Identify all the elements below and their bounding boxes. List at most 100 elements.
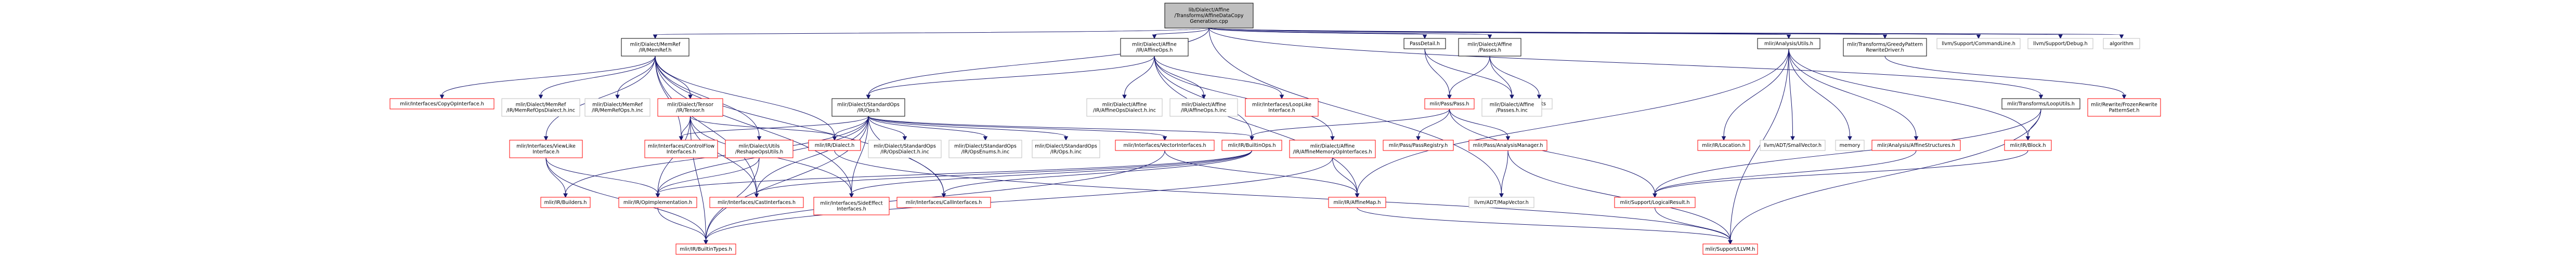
node-memrefdialect[interactable]: mlir/Dialect/MemRef/IR/MemRefOpsDialect.… <box>501 98 580 117</box>
node-stdops[interactable]: mlir/Dialect/StandardOps/IR/Ops.h <box>831 98 905 117</box>
node-passpass[interactable]: mlir/Pass/Pass.h <box>1424 98 1475 110</box>
edge-memref-to-irdialect <box>655 56 837 141</box>
node-tensor[interactable]: mlir/Dialect/Tensor/IR/Tensor.h <box>657 98 723 117</box>
node-affinemap[interactable]: mlir/IR/AffineMap.h <box>1328 197 1386 208</box>
node-logicalresult[interactable]: mlir/Support/LogicalResult.h <box>1614 197 1696 208</box>
edge-memref-to-viewlike <box>543 56 656 141</box>
node-passregistry[interactable]: mlir/Pass/PassRegistry.h <box>1383 140 1454 151</box>
edge-viewlike-to-opimpl <box>545 157 660 198</box>
node-stddialectinc[interactable]: mlir/Dialect/StandardOps/IR/OpsDialect.h… <box>868 140 942 158</box>
node-label-line: lib/Dialect/Affine <box>1189 7 1230 13</box>
node-copyopif[interactable]: mlir/Interfaces/CopyOpInterface.h <box>389 98 495 110</box>
node-builtinops[interactable]: mlir/IR/BuiltinOps.h <box>1221 140 1282 151</box>
node-analysisutils[interactable]: mlir/Analysis/Utils.h <box>1757 38 1820 49</box>
edge-affineops-to-stdops <box>866 56 1155 100</box>
node-label-line: mlir/Dialect/Affine <box>1490 102 1534 108</box>
node-label-line: mlir/Dialect/MemRef <box>630 42 681 48</box>
node-irdialect[interactable]: mlir/IR/Dialect.h <box>808 140 861 151</box>
node-label-line: mlir/Dialect/StandardOps <box>874 144 936 149</box>
node-stdenums[interactable]: mlir/Dialect/StandardOps/IR/OpsEnums.h.i… <box>948 140 1022 158</box>
node-location[interactable]: mlir/IR/Location.h <box>1697 140 1750 151</box>
node-memory[interactable]: memory <box>1835 140 1865 151</box>
node-llvm[interactable]: mlir/Support/LLVM.h <box>1702 243 1758 255</box>
node-affinepassesinc[interactable]: mlir/Dialect/Affine/Passes.h.inc <box>1481 98 1542 117</box>
edge-opimpl-to-builtintypes <box>657 207 708 245</box>
edge-memref-to-sideeffect <box>655 56 854 198</box>
node-label-line: mlir/Dialect/Affine <box>1310 144 1355 149</box>
node-castif[interactable]: mlir/Interfaces/CastInterfaces.h <box>709 197 804 208</box>
node-stdopsinc[interactable]: mlir/Dialect/StandardOps/IR/Ops.h.inc <box>1032 140 1100 158</box>
node-affineopsinc[interactable]: mlir/Dialect/Affine/IR/AffineOps.h.inc <box>1169 98 1238 117</box>
node-algorithm[interactable]: algorithm <box>2103 38 2140 49</box>
node-builtintypes[interactable]: mlir/IR/BuiltinTypes.h <box>675 243 736 255</box>
edge-builtinops-to-castif <box>754 150 1252 198</box>
node-block[interactable]: mlir/IR/Block.h <box>2004 140 2052 151</box>
node-mapvector[interactable]: llvm/ADT/MapVector.h <box>1468 197 1534 208</box>
node-label-line: mlir/Dialect/Affine <box>1102 102 1147 108</box>
node-label-line: mlir/Support/LogicalResult.h <box>1620 200 1689 206</box>
node-label-line: llvm/Support/CommandLine.h <box>1942 41 2015 47</box>
node-label-line: mlir/IR/AffineMap.h <box>1334 200 1381 206</box>
node-looputils[interactable]: mlir/Transforms/LoopUtils.h <box>2001 98 2080 110</box>
node-memrefenums[interactable]: mlir/Dialect/MemRef/IR/MemRefOps.h.inc <box>584 98 650 117</box>
node-affinepasses[interactable]: mlir/Dialect/Affine/Passes.h <box>1458 38 1521 57</box>
edge-stdops-to-controlflow <box>679 116 869 141</box>
node-smallvector[interactable]: llvm/ADT/SmallVector.h <box>1760 140 1826 151</box>
node-callif[interactable]: mlir/Interfaces/CallInterfaces.h <box>896 197 991 208</box>
edge-block-to-logicalresult <box>1653 150 2028 198</box>
edge-memref-to-memrefdialect <box>538 56 656 100</box>
node-reshapeops[interactable]: mlir/Dialect/Utils/ReshapeOpsUtils.h <box>725 140 793 158</box>
edge-analysisutils-to-affinestruct <box>1788 48 1919 141</box>
node-label-line: mlir/Rewrite/FrozenRewrite <box>2091 102 2157 108</box>
node-analysismanager[interactable]: mlir/Pass/AnalysisManager.h <box>1468 140 1547 151</box>
node-affinestruct[interactable]: mlir/Analysis/AffineStructures.h <box>1871 140 1961 151</box>
node-opimpl[interactable]: mlir/IR/OpImplementation.h <box>618 197 697 208</box>
node-cmdline[interactable]: llvm/Support/CommandLine.h <box>1936 38 2021 49</box>
node-greedy[interactable]: mlir/Transforms/GreedyPatternRewriteDriv… <box>1843 38 1927 57</box>
edge-analysisutils-to-memory <box>1788 48 1852 141</box>
node-label-line: /Passes.h <box>1478 48 1501 53</box>
edge-affinepasses-to-limits <box>1489 56 1542 100</box>
edge-affinemap-to-llvm <box>1357 207 1733 245</box>
node-label-line: /Transforms/AffineDataCopy <box>1175 13 1244 19</box>
edge-memref-to-memrefenums <box>615 56 656 100</box>
node-root: lib/Dialect/Affine/Transforms/AffineData… <box>1164 3 1254 29</box>
edge-root-to-algorithm <box>1208 28 2124 39</box>
node-affinememop[interactable]: mlir/Dialect/Affine/IR/AffineMemoryOpInt… <box>1289 140 1376 158</box>
node-passdetail[interactable]: PassDetail.h <box>1403 38 1446 49</box>
node-label-line: mlir/Interfaces/LoopLike <box>1252 102 1311 108</box>
node-label-line: /IR/AffineOpsDialect.h.inc <box>1093 108 1156 114</box>
edge-analysisutils-to-location <box>1721 48 1789 141</box>
node-label-line: Generation.cpp <box>1190 19 1228 24</box>
node-memref[interactable]: mlir/Dialect/MemRef/IR/MemRef.h <box>621 38 689 57</box>
edge-root-to-passdetail <box>1208 28 1427 39</box>
node-label-line: mlir/Transforms/GreedyPattern <box>1847 42 1923 48</box>
node-label-line: mlir/IR/Location.h <box>1702 143 1745 148</box>
edge-stdops-to-sideeffect <box>849 116 869 198</box>
node-debug[interactable]: llvm/Support/Debug.h <box>2027 38 2093 49</box>
node-label-line: /ReshapeOpsUtils.h <box>735 149 783 155</box>
edge-analysisutils-to-smallvector <box>1788 48 1795 141</box>
edge-stdops-to-vectorif <box>868 116 1167 141</box>
node-affinedialect[interactable]: mlir/Dialect/Affine/IR/AffineOpsDialect.… <box>1086 98 1163 117</box>
edge-passpass-to-passregistry <box>1416 108 1450 141</box>
edge-affineops-to-affinememop <box>1154 56 1335 141</box>
edge-root-to-memref <box>653 28 1209 39</box>
node-label-line: mlir/Analysis/AffineStructures.h <box>1877 143 1955 148</box>
node-label-line: Interfaces.h <box>837 207 866 212</box>
edge-looputils-to-block <box>2025 108 2041 141</box>
edge-affinepasses-to-passpass <box>1447 56 1490 100</box>
edge-irdialect-to-llvm <box>834 150 1733 245</box>
node-label-line: mlir/Pass/PassRegistry.h <box>1389 143 1448 148</box>
edge-memref-to-reshapeops <box>655 56 762 141</box>
node-label-line: Interface.h <box>532 149 560 155</box>
node-label-line: mlir/Dialect/MemRef <box>592 102 643 108</box>
node-vectorif[interactable]: mlir/Interfaces/VectorInterfaces.h <box>1115 140 1215 151</box>
node-affineops[interactable]: mlir/Dialect/Affine/IR/AffineOps.h <box>1120 38 1189 57</box>
node-builders[interactable]: mlir/IR/Builders.h <box>540 197 591 208</box>
